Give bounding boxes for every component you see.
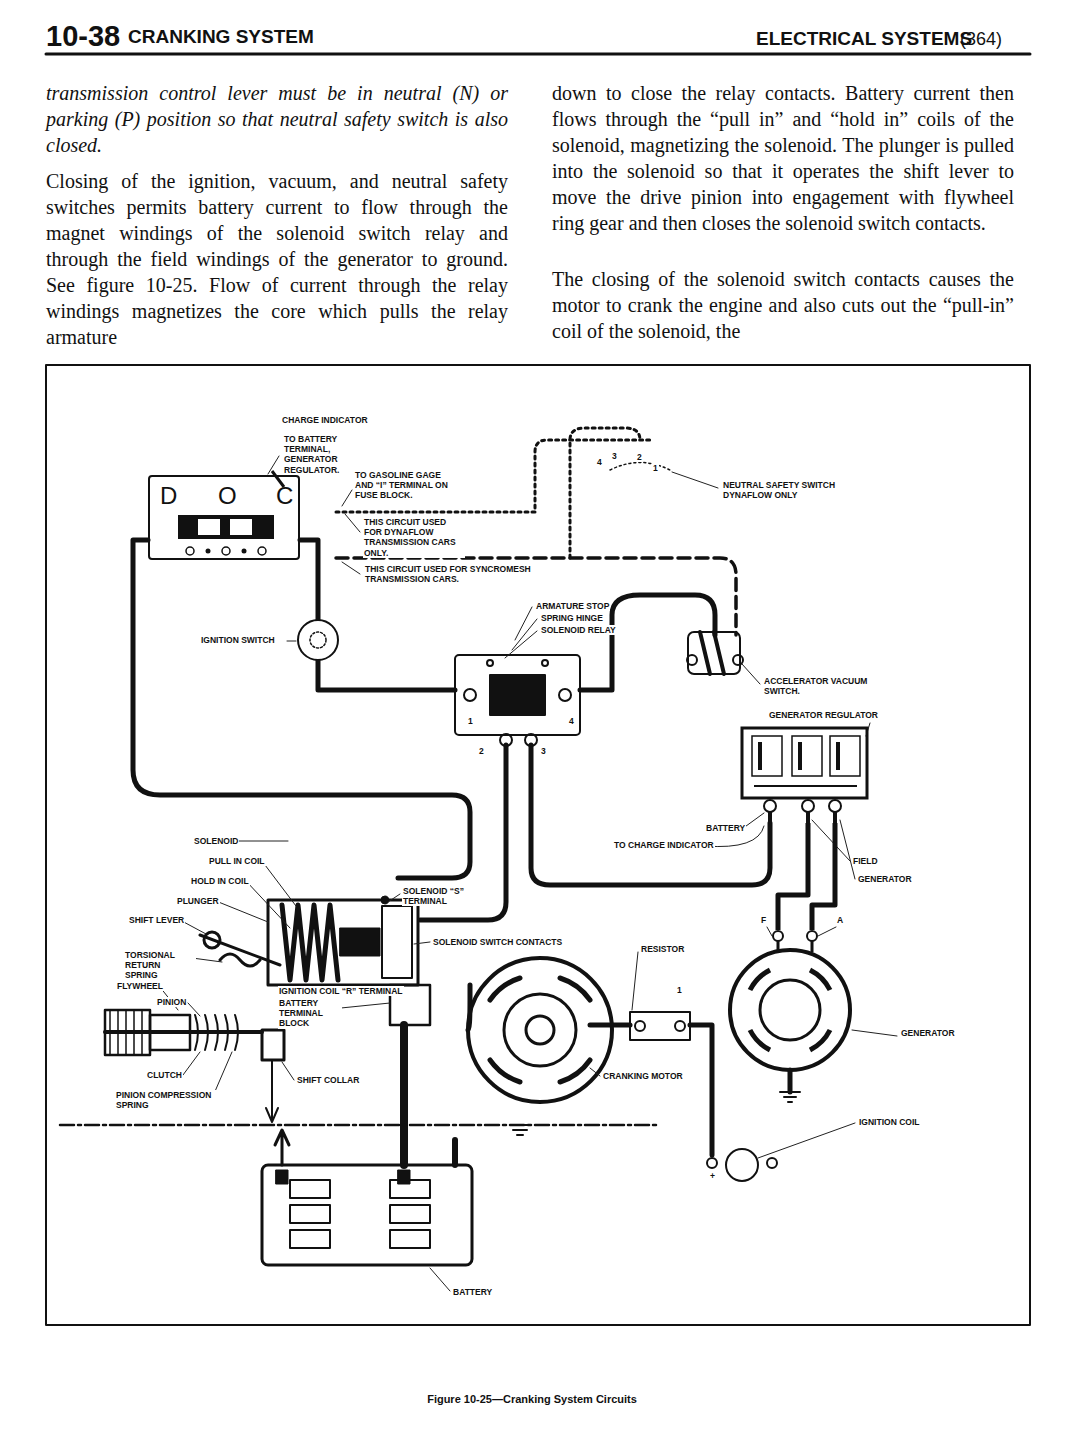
terminal-label: F xyxy=(760,915,767,925)
figure-caption: Figure 10-25—Cranking System Circuits xyxy=(0,1392,1064,1406)
figure-frame xyxy=(46,365,1030,1325)
body-text: Closing of the ignition, vacuum, and neu… xyxy=(46,168,508,350)
component-label: C xyxy=(276,483,293,509)
body-text: down to close the relay contacts. Batter… xyxy=(552,80,1014,236)
chapter-title: ELECTRICAL SYSTEMS xyxy=(756,28,972,50)
solenoid-relay xyxy=(455,655,580,746)
part-label: SOLENOID SWITCH CONTACTS xyxy=(432,937,563,947)
terminal-number: 1 xyxy=(676,985,683,995)
terminal-sign: + xyxy=(709,1171,716,1181)
part-label: CHARGE INDICATOR xyxy=(281,415,369,425)
header-rule xyxy=(46,53,1030,56)
part-label: BATTERY TERMINAL BLOCK xyxy=(278,998,342,1029)
dynaflow-circuit xyxy=(336,440,650,512)
part-label: PULL IN COIL xyxy=(208,856,266,866)
part-label: IGNITION COIL “R” TERMINAL xyxy=(278,986,404,996)
terminal-number: 3 xyxy=(611,451,618,461)
neutral-safety-switch xyxy=(610,463,670,471)
generator: GENERATOR xyxy=(720,930,960,1070)
part-label: SHIFT COLLAR xyxy=(296,1075,360,1085)
terminal-label: TO CHARGE INDICATOR xyxy=(613,840,715,850)
ignition-coil xyxy=(707,1149,777,1181)
part-label: FLYWHEEL xyxy=(116,981,164,991)
terminal-number: 2 xyxy=(478,746,485,756)
part-label: BATTERY xyxy=(452,1287,493,1297)
accelerator-vacuum-switch xyxy=(687,632,743,674)
body-text: transmission control lever must be in ne… xyxy=(46,80,508,158)
part-label: SOLENOID RELAY xyxy=(540,625,617,635)
part-label: PINION xyxy=(156,997,187,1007)
page-number: (364) xyxy=(960,28,1002,50)
terminal-number: 4 xyxy=(568,716,575,726)
terminal-label: FIELD xyxy=(852,856,879,866)
part-label: NEUTRAL SAFETY SWITCH DYNAFLOW ONLY xyxy=(722,480,844,500)
component-label: GENERATOR xyxy=(900,1028,956,1038)
leader-lines xyxy=(160,456,897,1291)
ground-arrow xyxy=(266,1060,278,1122)
part-label: RESISTOR xyxy=(640,944,685,954)
ground-symbol xyxy=(780,1092,800,1102)
part-label: SOLENOID “S” TERMINAL xyxy=(402,886,476,906)
battery xyxy=(262,1165,472,1265)
page-number: 10-38 xyxy=(46,20,120,52)
resistor-symbol xyxy=(630,1012,690,1040)
part-label: ARMATURE STOP xyxy=(535,601,610,611)
charge-indicator: DOC xyxy=(148,475,300,560)
part-label: TORSIONAL RETURN SPRING xyxy=(124,950,196,981)
part-label: CLUTCH xyxy=(146,1070,183,1080)
part-label: PLUNGER xyxy=(176,896,220,906)
terminal-number: 1 xyxy=(467,716,474,726)
part-label: SOLENOID xyxy=(193,836,239,846)
part-label: TO GASOLINE GAGE AND “I” TERMINAL ON FUS… xyxy=(354,470,454,501)
wire xyxy=(778,823,808,930)
terminal-number: 1 xyxy=(652,463,659,473)
component-label: GENERATOR REGULATOR xyxy=(768,710,879,720)
part-label: HOLD IN COIL xyxy=(190,876,250,886)
terminal-number: 4 xyxy=(596,457,603,467)
wire xyxy=(812,823,835,930)
terminal-label: GENERATOR xyxy=(857,874,913,884)
shift-mechanism xyxy=(200,932,284,1060)
syncromesh-circuit xyxy=(336,558,736,635)
dynaflow-loop xyxy=(570,428,640,558)
terminal-number: 2 xyxy=(636,452,643,462)
part-label: SPRING HINGE xyxy=(540,613,604,623)
body-text: The closing of the solenoid switch conta… xyxy=(552,266,1014,344)
ignition-switch xyxy=(298,620,338,660)
part-label: SHIFT LEVER xyxy=(128,915,185,925)
ground-line xyxy=(60,1124,660,1127)
cranking-motor xyxy=(468,958,612,1102)
component-label: D xyxy=(160,483,177,509)
generator-regulator: GENERATOR REGULATOR xyxy=(742,708,912,823)
terminal-number: 3 xyxy=(540,746,547,756)
part-label: PINION COMPRESSION SPRING xyxy=(115,1090,217,1110)
note-label: THIS CIRCUIT USED FOR SYNCROMESH TRANSMI… xyxy=(364,564,536,584)
pinion-and-flywheel xyxy=(105,1010,262,1055)
part-label: TO BATTERY TERMINAL, GENERATOR REGULATOR… xyxy=(283,434,383,475)
note-label: THIS CIRCUIT USED FOR DYNAFLOW TRANSMISS… xyxy=(363,517,465,558)
part-label: ACCELERATOR VACUUM SWITCH. xyxy=(763,676,875,696)
component-label: O xyxy=(218,483,237,509)
part-label: IGNITION SWITCH xyxy=(200,635,276,645)
part-label: IGNITION COIL xyxy=(858,1117,920,1127)
wires xyxy=(133,540,790,1165)
ground-symbol xyxy=(510,1125,530,1135)
ground-arrow xyxy=(275,1130,289,1165)
part-label: CRANKING MOTOR xyxy=(602,1071,684,1081)
generator-drawing xyxy=(720,930,940,1070)
terminal-label: A xyxy=(836,915,844,925)
terminal-label: BATTERY xyxy=(705,823,746,833)
section-title: CRANKING SYSTEM xyxy=(128,26,314,48)
generator-regulator-drawing xyxy=(742,708,912,823)
